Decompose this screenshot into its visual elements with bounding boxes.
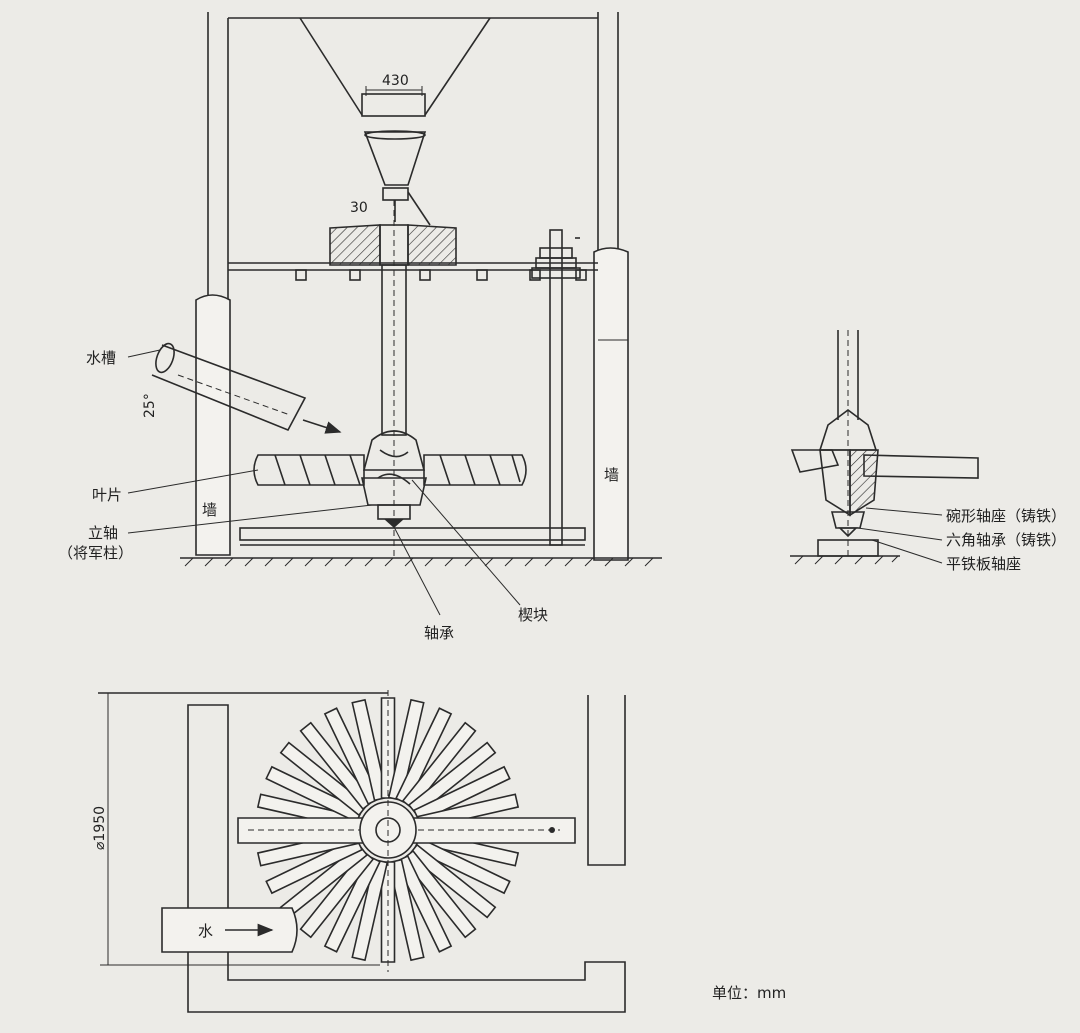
paddle (351, 698, 389, 802)
label-water: 水 (198, 922, 213, 940)
wheel-blades (253, 449, 527, 486)
leader-lines (127, 349, 521, 616)
lever-post (531, 229, 581, 546)
paddle (299, 721, 375, 811)
label-wall-right: 墙 (604, 466, 619, 484)
label-shaft: 立轴 (88, 524, 118, 542)
right-wall (593, 247, 629, 561)
hub (361, 430, 427, 528)
dim-angle: 25° (142, 393, 158, 418)
paddle (351, 858, 389, 962)
vertical-shaft (381, 200, 407, 560)
label-bowl-seat: 碗形轴座（铸铁） (946, 507, 1066, 525)
plan-view: ⌀1950 水 (92, 690, 626, 1013)
label-trough: 水槽 (86, 349, 116, 367)
label-hex-bearing: 六角轴承（铸铁） (946, 531, 1066, 549)
elevation-view: 430 30 25° 水槽 叶片 墙 墙 立轴 （将军柱） 轴承 楔块 (58, 12, 662, 642)
label-wall-left: 墙 (202, 501, 217, 519)
label-blade: 叶片 (92, 486, 122, 504)
label-wedge: 楔块 (518, 606, 548, 624)
paddle (299, 849, 375, 939)
paddle (394, 707, 453, 806)
paddle (323, 707, 382, 806)
paddle (407, 741, 497, 817)
paddle (265, 836, 364, 895)
paddle (412, 765, 511, 824)
water-trough (151, 342, 342, 434)
millstone (329, 224, 457, 266)
paddle (387, 698, 425, 802)
paddle (323, 854, 382, 953)
paddle (407, 843, 497, 919)
paddle (401, 849, 477, 939)
paddle (387, 858, 425, 962)
paddle (401, 721, 477, 811)
base-platform (239, 527, 586, 546)
dim-30: 30 (350, 200, 368, 216)
dim-diameter: ⌀1950 (92, 806, 108, 850)
paddle (394, 854, 453, 953)
ground (180, 557, 662, 567)
hopper (299, 17, 491, 226)
label-flat-seat: 平铁板轴座 (946, 555, 1021, 573)
radial-paddles (255, 697, 521, 963)
paddle (380, 697, 396, 799)
building-frame (207, 12, 619, 548)
bearing-detail: 碗形轴座（铸铁） 六角轴承（铸铁） 平铁板轴座 (790, 330, 1066, 573)
label-bearing: 轴承 (424, 624, 454, 642)
unit-label: 单位：mm (712, 984, 786, 1002)
dim-430: 430 (382, 73, 409, 89)
paddle (279, 741, 369, 817)
label-shaft-alt: （将军柱） (58, 544, 133, 562)
